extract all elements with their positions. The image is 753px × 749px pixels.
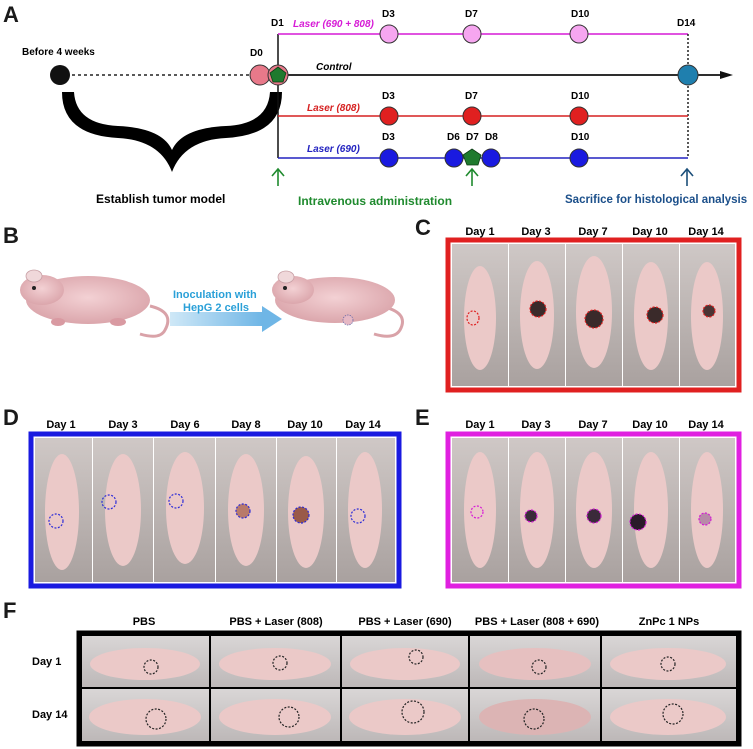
panel-c-day-label: Day 7 <box>578 226 607 238</box>
before-label: Before 4 weeks <box>22 47 95 58</box>
panel-d-day-label: Day 8 <box>231 419 260 431</box>
row4-marker-d8 <box>481 148 501 168</box>
control-arrowhead <box>720 71 733 79</box>
panel-f-column-header: PBS + Laser (808 + 690) <box>475 616 599 628</box>
iv-pentagon-d1 <box>269 66 287 83</box>
panel-letter-e: E <box>415 405 430 430</box>
panel-d-day-labels: Day 1 Day 3 Day 6 Day 8 Day 10 Day 14 <box>46 419 381 431</box>
panel-c-day-labels: Day 1 Day 3 Day 7 Day 10 Day 14 <box>465 226 724 238</box>
panel-d-day-label: Day 3 <box>108 419 137 431</box>
panel-f-row-label-day14: Day 14 <box>32 709 68 721</box>
d8-label-row4: D8 <box>485 132 498 143</box>
row1-marker-d3 <box>379 24 399 44</box>
d1-label: D1 <box>271 18 284 29</box>
iv-label: Intravenous administration <box>298 194 452 208</box>
before-marker <box>50 65 70 85</box>
panel-e-photos <box>452 438 735 582</box>
panel-letter-c: C <box>415 215 431 240</box>
row-name-control: Control <box>316 62 352 73</box>
d3-label-row4: D3 <box>382 132 395 143</box>
panel-c-day-label: Day 3 <box>521 226 550 238</box>
row3-marker-d7 <box>462 106 482 126</box>
row-name-laser-690-808: Laser (690 + 808) <box>293 19 375 30</box>
inoculation-arrow-shaft <box>170 312 262 326</box>
panel-e-day-label: Day 1 <box>465 419 494 431</box>
d10-label-row4: D10 <box>571 132 590 143</box>
panel-c-day-label: Day 1 <box>465 226 494 238</box>
panel-e-day-label: Day 14 <box>688 419 724 431</box>
d14-sacrifice-marker <box>677 64 699 86</box>
d10-label-row3: D10 <box>571 91 590 102</box>
row4-marker-d10 <box>569 148 589 168</box>
d0-marker <box>249 64 271 86</box>
panel-d-day-label: Day 10 <box>287 419 322 431</box>
d0-label: D0 <box>250 48 263 59</box>
iv-arrow-right <box>465 167 479 186</box>
establish-brace <box>62 92 282 172</box>
row-name-laser-808: Laser (808) <box>307 103 360 114</box>
d7-label-row3: D7 <box>465 91 478 102</box>
panel-d-day-label: Day 1 <box>46 419 75 431</box>
panel-d-day-label: Day 6 <box>170 419 199 431</box>
d3-label-row3: D3 <box>382 91 395 102</box>
panel-f-column-header: PBS + Laser (808) <box>229 616 323 628</box>
tumor-site-marker <box>342 314 354 326</box>
d7-label-row1: D7 <box>465 9 478 20</box>
panel-e-day-label: Day 3 <box>521 419 550 431</box>
row4-marker-d6 <box>444 148 464 168</box>
row3-marker-d3 <box>379 106 399 126</box>
panel-f-column-header: PBS + Laser (690) <box>358 616 452 628</box>
panel-c-day-label: Day 10 <box>632 226 667 238</box>
panel-f-column-headers: PBS PBS + Laser (808) PBS + Laser (690) … <box>133 616 700 628</box>
panel-c-day-label: Day 14 <box>688 226 724 238</box>
panel-e-day-label: Day 10 <box>632 419 667 431</box>
mouse-before-image <box>20 269 170 338</box>
panel-f-photos <box>82 636 736 741</box>
mouse-after-image <box>272 270 404 338</box>
inoculation-text-line2: HepG 2 cells <box>183 302 249 314</box>
panel-letter-b: B <box>3 223 19 248</box>
panel-letter-d: D <box>3 405 19 430</box>
row4-marker-d3 <box>379 148 399 168</box>
d3-label-row1: D3 <box>382 9 395 20</box>
panel-f-column-header: ZnPc 1 NPs <box>639 616 700 628</box>
iv-pentagon-d7 <box>462 148 482 166</box>
panel-e-day-label: Day 7 <box>578 419 607 431</box>
panel-d-day-label: Day 14 <box>345 419 381 431</box>
panel-f-row-label-day1: Day 1 <box>32 656 61 668</box>
row1-marker-d7 <box>462 24 482 44</box>
row-name-laser-690: Laser (690) <box>307 144 360 155</box>
panel-letter-f: F <box>3 598 16 623</box>
panel-d-photos <box>35 438 395 582</box>
inoculation-arrow-head <box>262 306 282 332</box>
row3-marker-d10 <box>569 106 589 126</box>
row1-marker-d10 <box>569 24 589 44</box>
d6-label-row4: D6 <box>447 132 460 143</box>
sacrifice-label: Sacrifice for histological analysis <box>565 194 747 206</box>
d14-label-row1: D14 <box>677 18 696 29</box>
d10-label-row1: D10 <box>571 9 590 20</box>
establish-label: Establish tumor model <box>96 192 225 206</box>
inoculation-text-line1: Inoculation with <box>173 289 257 301</box>
d7-label-row4: D7 <box>466 132 479 143</box>
iv-arrow-left <box>271 167 285 186</box>
panel-f-column-header: PBS <box>133 616 156 628</box>
panel-letter-a: A <box>3 2 19 27</box>
panel-c-photos <box>452 244 735 386</box>
panel-e-day-labels: Day 1 Day 3 Day 7 Day 10 Day 14 <box>465 419 724 431</box>
sacrifice-arrow <box>680 167 694 186</box>
